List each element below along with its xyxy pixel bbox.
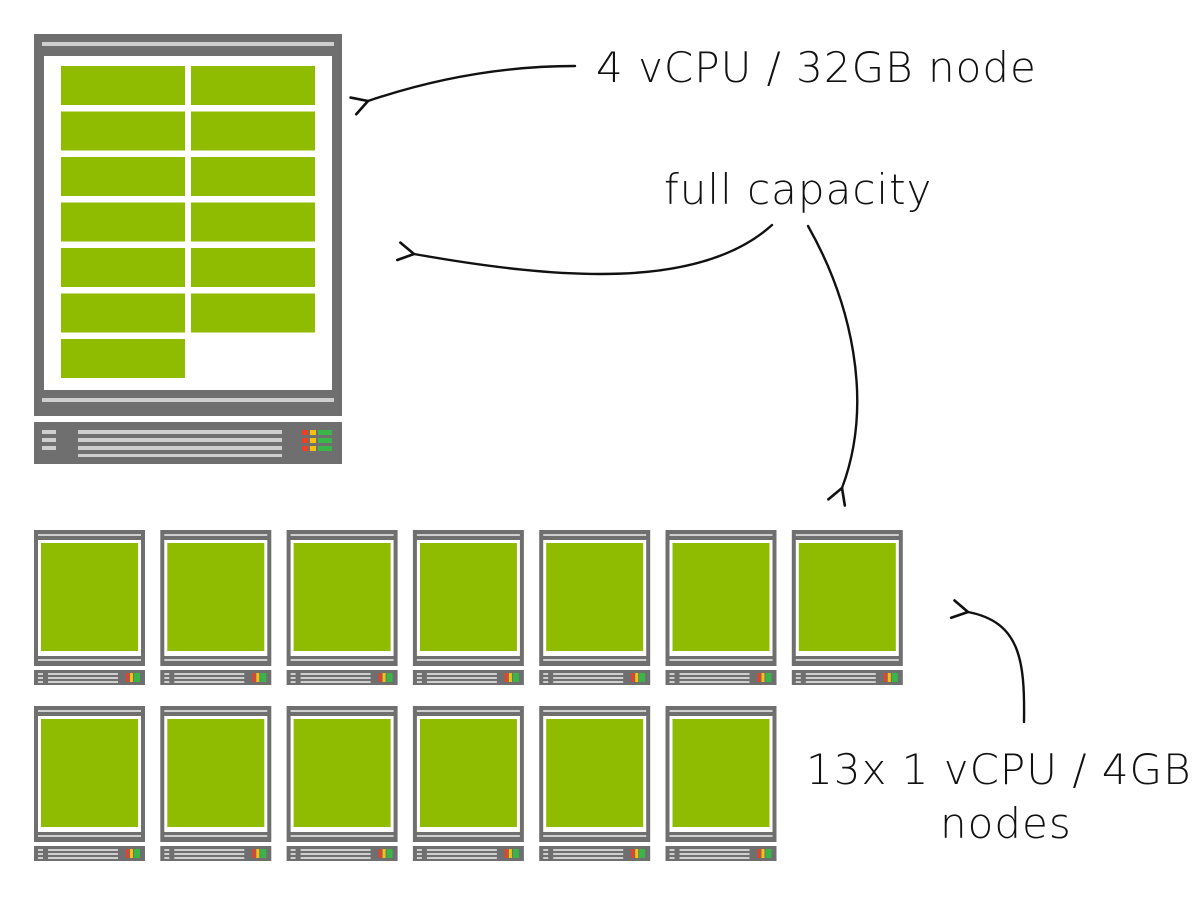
arrow-capacity-to-big-node [395, 223, 774, 276]
small-server-nodes [34, 530, 903, 861]
small-nodes-label-line1: 13x 1 vCPU / 4GB [806, 745, 1192, 794]
workload-block [167, 543, 265, 651]
small-server-node [539, 706, 651, 861]
arrow-capacity-to-small-nodes [806, 224, 859, 507]
workload-block [293, 543, 391, 651]
big-node-base [34, 422, 342, 464]
small-server-node [160, 530, 272, 685]
arrow-to-big-node [349, 64, 577, 116]
arrow-to-small-nodes [949, 599, 1026, 724]
workload-block [191, 293, 315, 333]
workload-block [672, 719, 770, 827]
workload-block [61, 66, 185, 105]
workload-block [41, 719, 138, 827]
workload-block [798, 543, 896, 651]
workload-block [191, 66, 315, 105]
workload-block [191, 157, 315, 196]
small-server-node [286, 706, 398, 861]
workload-block [546, 719, 644, 827]
big-node-label: 4 vCPU / 32GB node [596, 43, 1037, 92]
small-server-node [665, 530, 777, 685]
workload-block [61, 339, 185, 378]
small-server-node [665, 706, 777, 861]
workload-block [61, 293, 185, 333]
workload-block [191, 202, 315, 242]
workload-block [191, 111, 315, 151]
small-server-node [286, 530, 398, 685]
workload-block [672, 543, 770, 651]
small-server-node [160, 706, 272, 861]
workload-block [61, 202, 185, 242]
small-server-node [34, 706, 145, 861]
small-nodes-label-line2: nodes [940, 799, 1072, 848]
workload-block [41, 543, 138, 651]
small-server-node [791, 530, 903, 685]
small-server-node [412, 706, 524, 861]
workload-block [419, 543, 517, 651]
big-server-node [34, 34, 342, 464]
capacity-label: full capacity [664, 165, 933, 214]
workload-block [61, 111, 185, 151]
workload-block [191, 248, 315, 287]
small-server-node [539, 530, 651, 685]
small-server-node [34, 530, 145, 685]
status-leds-icon [302, 430, 332, 451]
big-node-workloads [61, 66, 315, 378]
small-server-node [412, 530, 524, 685]
workload-block [61, 248, 185, 287]
workload-block [293, 719, 391, 827]
workload-block [61, 157, 185, 196]
workload-block [419, 719, 517, 827]
workload-block [167, 719, 265, 827]
workload-block [546, 543, 644, 651]
